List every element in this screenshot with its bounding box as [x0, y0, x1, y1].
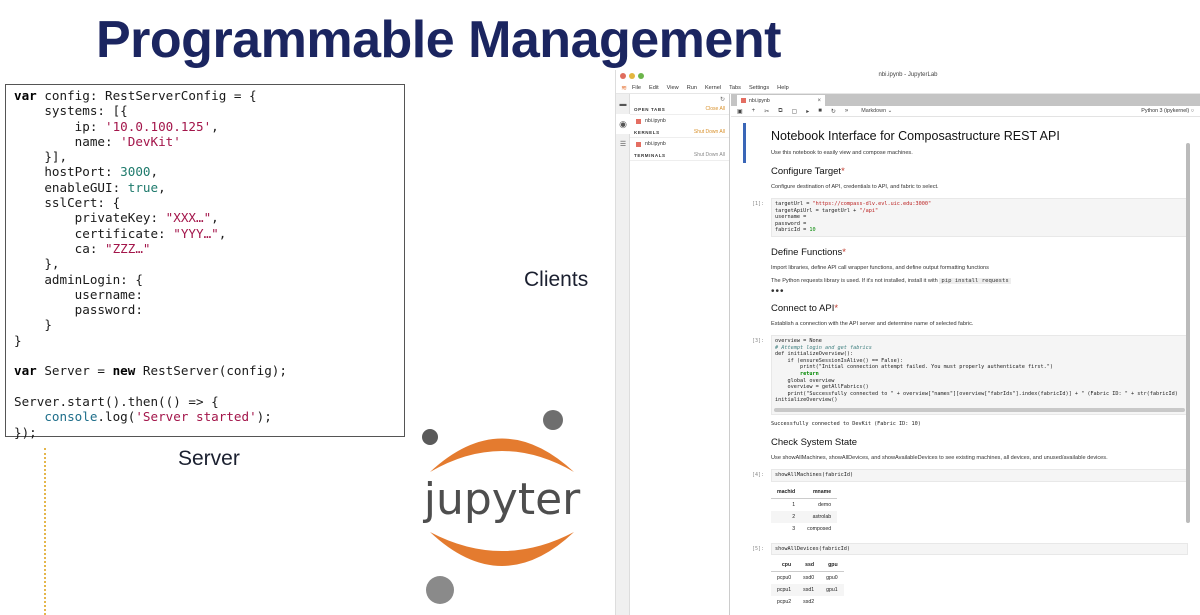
- notebook-title: Notebook Interface for Composastructure …: [771, 129, 1060, 143]
- notebook-icon: [636, 141, 641, 147]
- dotted-connector: [44, 448, 46, 615]
- code-cell-devices[interactable]: [5]: showAllDevices(fabricId): [752, 542, 1188, 556]
- close-all-button[interactable]: Close All: [705, 106, 725, 112]
- refresh-icon[interactable]: ↻: [719, 97, 725, 103]
- code-cell-configure[interactable]: [1]: targetUrl = "https://compass-dlv.ev…: [752, 198, 1188, 237]
- heading-check-system-state: Check System State: [771, 436, 858, 448]
- open-tabs-header: OPEN TABS Close All: [630, 104, 729, 115]
- folder-icon[interactable]: ▬: [619, 100, 627, 108]
- vertical-scrollbar[interactable]: [1186, 143, 1190, 523]
- terminals-title: TERMINALS: [634, 152, 666, 158]
- collapsed-cells-ellipsis[interactable]: •••: [771, 285, 785, 297]
- run-icon[interactable]: ▸: [806, 108, 810, 115]
- shut-down-all-terminals-button[interactable]: Shut Down All: [693, 152, 725, 158]
- server-code-box: var config: RestServerConfig = { systems…: [5, 84, 405, 440]
- jupyter-logo: jupyter: [422, 410, 581, 604]
- close-window-button[interactable]: [620, 73, 626, 79]
- menu-file[interactable]: File: [632, 84, 642, 91]
- code-cell-connect[interactable]: [3]: overview = None # Attempt login and…: [752, 334, 1188, 415]
- running-panel: ↻ OPEN TABS Close All nbi.ipynb KERNELS …: [630, 94, 730, 615]
- notebook-icon: [741, 98, 746, 103]
- shut-down-all-kernels-button[interactable]: Shut Down All: [693, 129, 725, 135]
- paste-icon[interactable]: ▢: [791, 108, 798, 115]
- server-label: Server: [178, 447, 240, 470]
- maximize-window-button[interactable]: [638, 73, 644, 79]
- tab-bar: nbi.ipynb ×: [731, 94, 1200, 106]
- close-tab-icon[interactable]: ×: [817, 97, 821, 104]
- slide-title: Programmable Management: [96, 11, 781, 69]
- active-cell-indicator: [743, 123, 746, 163]
- menu-run[interactable]: Run: [686, 84, 697, 91]
- tab-nbi-ipynb[interactable]: nbi.ipynb ×: [737, 95, 825, 106]
- check-desc: Use showAllMachines, showAllDevices, and…: [771, 454, 1108, 461]
- svg-text:jupyter: jupyter: [423, 474, 581, 525]
- kernels-header: KERNELS Shut Down All: [630, 127, 729, 138]
- notebook-toolbar: ▣ + ✂ ⧉ ▢ ▸ ■ ↻ » Markdown ⌄ Python 3 (i…: [731, 106, 1200, 117]
- horizontal-scrollbar[interactable]: [774, 407, 1185, 412]
- stop-icon[interactable]: ■: [818, 108, 822, 114]
- open-tabs-title: OPEN TABS: [634, 106, 666, 112]
- cut-icon[interactable]: ✂: [764, 108, 770, 115]
- jupyter-menu-icon: ≋: [621, 84, 627, 92]
- fast-forward-icon[interactable]: »: [844, 108, 849, 114]
- menu-tabs[interactable]: Tabs: [729, 84, 741, 91]
- connect-desc: Establish a connection with the API serv…: [771, 320, 974, 327]
- terminals-header: TERMINALS Shut Down All: [630, 150, 729, 161]
- heading-connect-api: Connect to API*: [771, 302, 839, 314]
- insert-cell-icon[interactable]: +: [751, 108, 756, 114]
- notebook-panel: Notebook Interface for Composastructure …: [731, 117, 1192, 615]
- server-code: var config: RestServerConfig = { systems…: [14, 88, 287, 440]
- minimize-window-button[interactable]: [629, 73, 635, 79]
- clients-label: Clients: [524, 268, 589, 291]
- window-titlebar: nbi.ipynb - JupyterLab: [616, 70, 1200, 82]
- define-desc-2: The Python requests library is used. If …: [771, 277, 1011, 284]
- kernels-title: KERNELS: [634, 129, 660, 135]
- cell-type-select[interactable]: Markdown ⌄: [861, 108, 893, 114]
- table-of-contents-icon[interactable]: ☰: [619, 141, 627, 148]
- running-kernels-icon[interactable]: ◉: [616, 114, 630, 134]
- menu-settings[interactable]: Settings: [748, 84, 770, 91]
- window-title: nbi.ipynb - JupyterLab: [878, 72, 938, 78]
- heading-define-functions: Define Functions*: [771, 246, 846, 258]
- copy-icon[interactable]: ⧉: [778, 107, 783, 114]
- code-cell-machines[interactable]: [4]: showAllMachines(fabricId): [752, 468, 1188, 482]
- restart-icon[interactable]: ↻: [830, 108, 836, 115]
- connect-output: Successfully connected to DevKit (Fabric…: [771, 420, 921, 427]
- menu-edit[interactable]: Edit: [649, 84, 659, 91]
- kernel-status[interactable]: Python 3 (ipykernel) ○: [1141, 108, 1194, 114]
- menu-view[interactable]: View: [666, 84, 679, 91]
- menu-kernel[interactable]: Kernel: [704, 84, 722, 91]
- heading-configure-target: Configure Target*: [771, 166, 845, 177]
- main-area: nbi.ipynb × ▣ + ✂ ⧉ ▢ ▸ ■ ↻ » Markdown ⌄…: [731, 94, 1200, 615]
- define-desc: Import libraries, define API call wrappe…: [771, 264, 989, 271]
- menu-help[interactable]: Help: [777, 84, 789, 91]
- open-tab-item[interactable]: nbi.ipynb: [630, 115, 729, 127]
- save-icon[interactable]: ▣: [737, 108, 743, 115]
- menu-bar: ≋ File Edit View Run Kernel Tabs Setting…: [616, 82, 1200, 94]
- kernel-item[interactable]: nbi.ipynb: [630, 138, 729, 150]
- window-controls: [620, 73, 644, 79]
- notebook-icon: [636, 118, 641, 124]
- notebook-intro: Use this notebook to easily view and com…: [771, 150, 913, 156]
- configure-desc: Configure destination of API, credential…: [771, 184, 939, 190]
- activity-bar: ▬ ◉ ☰: [616, 94, 630, 615]
- jupyterlab-window: nbi.ipynb - JupyterLab ≋ File Edit View …: [615, 70, 1200, 615]
